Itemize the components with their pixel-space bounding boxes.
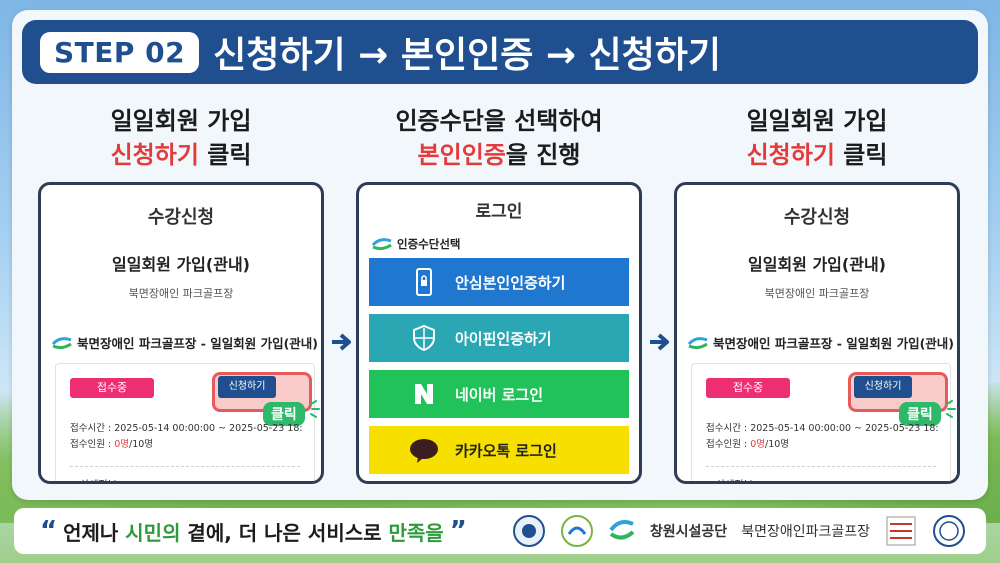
status-badge: 접수중	[706, 378, 790, 398]
login-card: 로그인 인증수단선택 안심본인인증하기 아이핀인증하기 네이버 로그인 카카오톡…	[356, 182, 642, 484]
open-quote-icon: “	[40, 516, 58, 546]
capacity-total: /10명	[129, 439, 154, 450]
corp-swoosh-icon	[51, 336, 72, 349]
city-emblem-icon	[560, 515, 593, 547]
apply-button[interactable]: 신청하기	[218, 376, 276, 398]
card-title: 수강신청	[783, 207, 851, 228]
capacity-text: 접수인원 : 0명/10명	[70, 436, 153, 450]
course-name: 북면장애인 파크골프장 - 일일회원 가입(관내)	[713, 336, 955, 351]
arrow-right-icon	[650, 333, 669, 351]
period-text: 접수시간 : 2025-05-14 00:00:00 ~ 2025-05-23 …	[70, 423, 303, 434]
card-venue: 북면장애인 파크골프장	[128, 287, 234, 300]
auth-label: 네이버 로그인	[455, 385, 544, 404]
auth-button-safe-verify[interactable]: 안심본인인증하기	[369, 258, 629, 306]
auth-label: 아이핀인증하기	[455, 329, 552, 348]
detail-label: 상세정보	[706, 476, 753, 481]
slogan-part: 곁에, 더 나은 서비스로	[180, 520, 389, 545]
caption: 일일회원 가입 신청하기 클릭	[674, 104, 960, 176]
corp-name: 창원시설공단	[649, 524, 728, 540]
card-venue: 북면장애인 파크골프장	[764, 287, 870, 300]
course-detail-box: 접수중 신청하기 클릭 접수시간 : 2025-05-14 00:00:00 ~…	[55, 363, 320, 481]
card-subtitle: 일일회원 가입(관내)	[112, 255, 250, 274]
auth-head: 인증수단선택	[371, 236, 639, 252]
corp-swoosh-icon	[371, 238, 392, 251]
caption-line2: 신청하기 클릭	[674, 138, 960, 172]
step-badge: STEP 02	[40, 31, 200, 73]
auth-button-kakao[interactable]: 카카오톡 로그인	[369, 426, 629, 474]
divider	[706, 466, 936, 467]
capacity-count: 0명	[750, 439, 765, 450]
footer-logos: 창원시설공단 북면장애인파크골프장	[512, 514, 966, 548]
corp-logo-icon	[609, 520, 635, 540]
caption-line2: 신청하기 클릭	[38, 138, 324, 172]
login-title: 로그인	[475, 202, 523, 222]
footer-bar: “ 언제나 시민의 곁에, 더 나은 서비스로 만족을 ” 창원시설공단 북면장…	[14, 508, 986, 554]
award-seal-icon	[933, 515, 965, 547]
caption: 일일회원 가입 신청하기 클릭	[38, 104, 324, 176]
course-detail-box: 접수중 신청하기 클릭 접수시간 : 2025-05-14 00:00:00 ~…	[691, 363, 956, 481]
auth-label: 카카오톡 로그인	[455, 441, 557, 460]
card-title: 수강신청	[147, 207, 215, 228]
corp-subname: 북면장애인파크골프장	[741, 524, 870, 540]
caption-line1: 인증수단을 선택하여	[395, 107, 603, 135]
apply-button[interactable]: 신청하기	[854, 376, 912, 398]
slogan-highlight: 시민의	[125, 520, 181, 545]
auth-label: 안심본인인증하기	[455, 273, 566, 292]
page-title: 신청하기 → 본인인증 → 신청하기	[213, 35, 722, 76]
caption-rest: 클릭	[834, 141, 888, 169]
spark-icon	[310, 400, 320, 418]
course-name: 북면장애인 파크골프장 - 일일회원 가입(관내)	[77, 336, 319, 351]
slogan: 언제나 시민의 곁에, 더 나은 서비스로 만족을	[63, 517, 444, 546]
course-link[interactable]: 북면장애인 파크골프장 - 일일회원 가입(관내)	[51, 333, 321, 352]
detail-label: 상세정보	[70, 476, 117, 481]
slogan-part: 언제나	[63, 520, 126, 545]
auth-button-naver[interactable]: 네이버 로그인	[369, 370, 629, 418]
capacity-count: 0명	[114, 439, 129, 450]
step-column-apply-1: 일일회원 가입 신청하기 클릭 수강신청 일일회원 가입(관내) 북면장애인 파…	[38, 104, 324, 484]
caption-line2: 본인인증을 진행	[356, 138, 642, 172]
capacity-total: /10명	[765, 439, 790, 450]
naver-n-icon	[415, 384, 433, 404]
auth-head-label: 인증수단선택	[397, 237, 461, 251]
consumer-emblem-icon	[512, 515, 545, 547]
divider	[70, 466, 300, 467]
status-badge: 접수중	[70, 378, 154, 398]
capacity-text: 접수인원 : 0명/10명	[706, 436, 789, 450]
phone-lock-icon	[416, 268, 432, 296]
capacity-label: 접수인원 :	[706, 439, 751, 450]
corp-swoosh-icon	[687, 336, 708, 349]
course-card: 수강신청 일일회원 가입(관내) 북면장애인 파크골프장 북면장애인 파크골프장…	[38, 182, 324, 484]
close-quote-icon: ”	[449, 516, 467, 546]
click-tag: 클릭	[263, 402, 305, 426]
caption-highlight: 본인인증	[417, 141, 506, 169]
caption-rest: 클릭	[198, 141, 252, 169]
period-text: 접수시간 : 2025-05-14 00:00:00 ~ 2025-05-23 …	[706, 423, 939, 434]
slogan-highlight: 만족을	[388, 520, 444, 545]
course-card: 수강신청 일일회원 가입(관내) 북면장애인 파크골프장 북면장애인 파크골프장…	[674, 182, 960, 484]
caption-highlight: 신청하기	[746, 141, 835, 169]
shield-icon	[413, 324, 435, 352]
auth-button-ipin[interactable]: 아이핀인증하기	[369, 314, 629, 362]
caption-line1: 일일회원 가입	[110, 107, 252, 135]
caption-highlight: 신청하기	[110, 141, 199, 169]
step-column-verify: 인증수단을 선택하여 본인인증을 진행 로그인 인증수단선택 안심본인인증하기 …	[356, 104, 642, 484]
kakao-talk-icon	[410, 439, 438, 463]
course-link[interactable]: 북면장애인 파크골프장 - 일일회원 가입(관내)	[687, 333, 957, 352]
arrow-right-icon	[332, 333, 351, 351]
caption-line1: 일일회원 가입	[746, 107, 888, 135]
caption-rest: 을 진행	[505, 141, 581, 169]
capacity-label: 접수인원 :	[70, 439, 115, 450]
caption: 인증수단을 선택하여 본인인증을 진행	[356, 104, 642, 176]
spark-icon	[946, 400, 956, 418]
header-bar: STEP 02 신청하기 → 본인인증 → 신청하기	[22, 20, 978, 84]
step-column-apply-2: 일일회원 가입 신청하기 클릭 수강신청 일일회원 가입(관내) 북면장애인 파…	[674, 104, 960, 484]
card-subtitle: 일일회원 가입(관내)	[748, 255, 886, 274]
certification-mark-icon	[886, 516, 916, 546]
click-tag: 클릭	[899, 402, 941, 426]
